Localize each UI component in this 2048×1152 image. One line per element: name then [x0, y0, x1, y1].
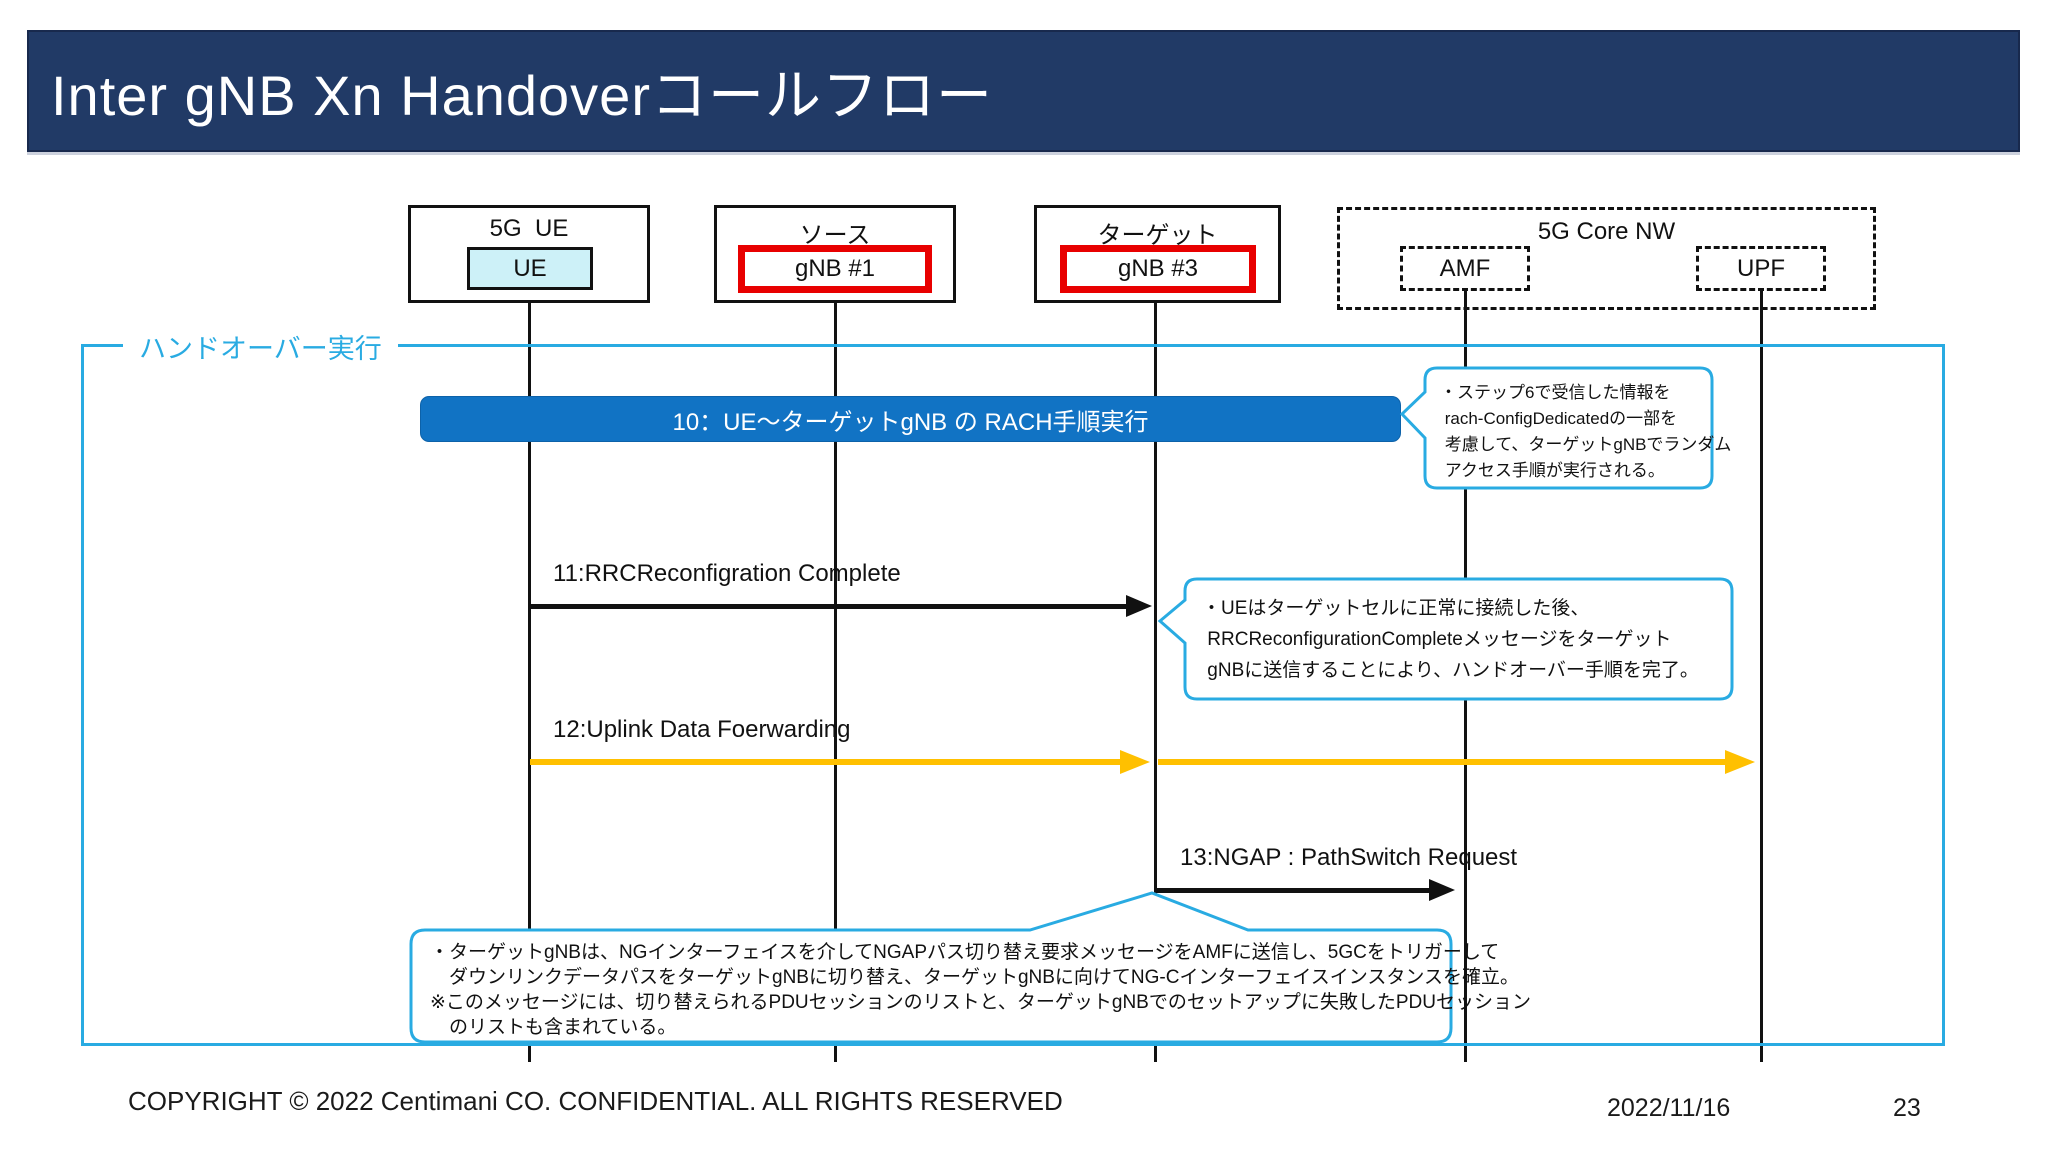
- node-ue: UE: [467, 247, 593, 290]
- title-banner: Inter gNB Xn Handoverコールフロー: [27, 30, 2020, 152]
- lifeline-ue: [528, 303, 531, 1062]
- actor-label-5g-ue: 5G UE: [489, 215, 569, 242]
- step11-arrow-line: [530, 604, 1128, 609]
- lifeline-gnb1: [834, 303, 837, 1062]
- handover-frame: [81, 344, 1945, 1046]
- step12-arrow-line-2: [1158, 759, 1725, 765]
- callout-rrc-text: ・UEはターゲットセルに正常に接続した後、 RRCReconfiguration…: [1202, 598, 1699, 681]
- footer-copyright: COPYRIGHT © 2022 Centimani CO. CONFIDENT…: [128, 1086, 1063, 1116]
- actor-label-target: ターゲット: [1097, 222, 1218, 249]
- step10-rach-bar: 10：UE～ターゲットgNB の RACH手順実行: [420, 396, 1401, 442]
- footer-date: 2022/11/16: [1607, 1094, 1731, 1122]
- step12-arrow-line-1: [530, 759, 1120, 765]
- callout-rach-text: ・ステップ6で受信した情報を rach-ConfigDedicatedの一部を …: [1440, 383, 1732, 480]
- page-title: Inter gNB Xn Handoverコールフロー: [51, 63, 993, 127]
- step11-arrowhead: [1126, 595, 1152, 617]
- callout-pathswitch-text: ・ターゲットgNBは、NGインターフェイスを介してNGAPパス切り替え要求メッセ…: [430, 942, 1531, 1038]
- step13-arrowhead: [1429, 879, 1455, 901]
- step13-label: 13:NGAP : PathSwitch Request: [1180, 844, 1518, 871]
- handover-frame-label: ハンドオーバー実行: [123, 327, 398, 366]
- step13-arrow-line: [1157, 888, 1431, 893]
- step12-label: 12:Uplink Data Foerwarding: [553, 716, 851, 743]
- lifeline-gnb3: [1154, 303, 1157, 1062]
- footer-page-number: 23: [1893, 1094, 1921, 1122]
- step12-arrowhead-1: [1120, 750, 1150, 774]
- node-upf: UPF: [1696, 246, 1826, 291]
- node-gnb1: gNB #1: [738, 245, 932, 293]
- actor-label-core-nw: 5G Core NW: [1537, 218, 1676, 245]
- lifeline-upf: [1760, 291, 1763, 1062]
- step11-label: 11:RRCReconfigration Complete: [553, 560, 901, 587]
- step12-arrowhead-2: [1725, 750, 1755, 774]
- node-gnb3: gNB #3: [1060, 245, 1256, 293]
- node-amf: AMF: [1400, 246, 1530, 291]
- actor-label-source: ソース: [799, 222, 871, 249]
